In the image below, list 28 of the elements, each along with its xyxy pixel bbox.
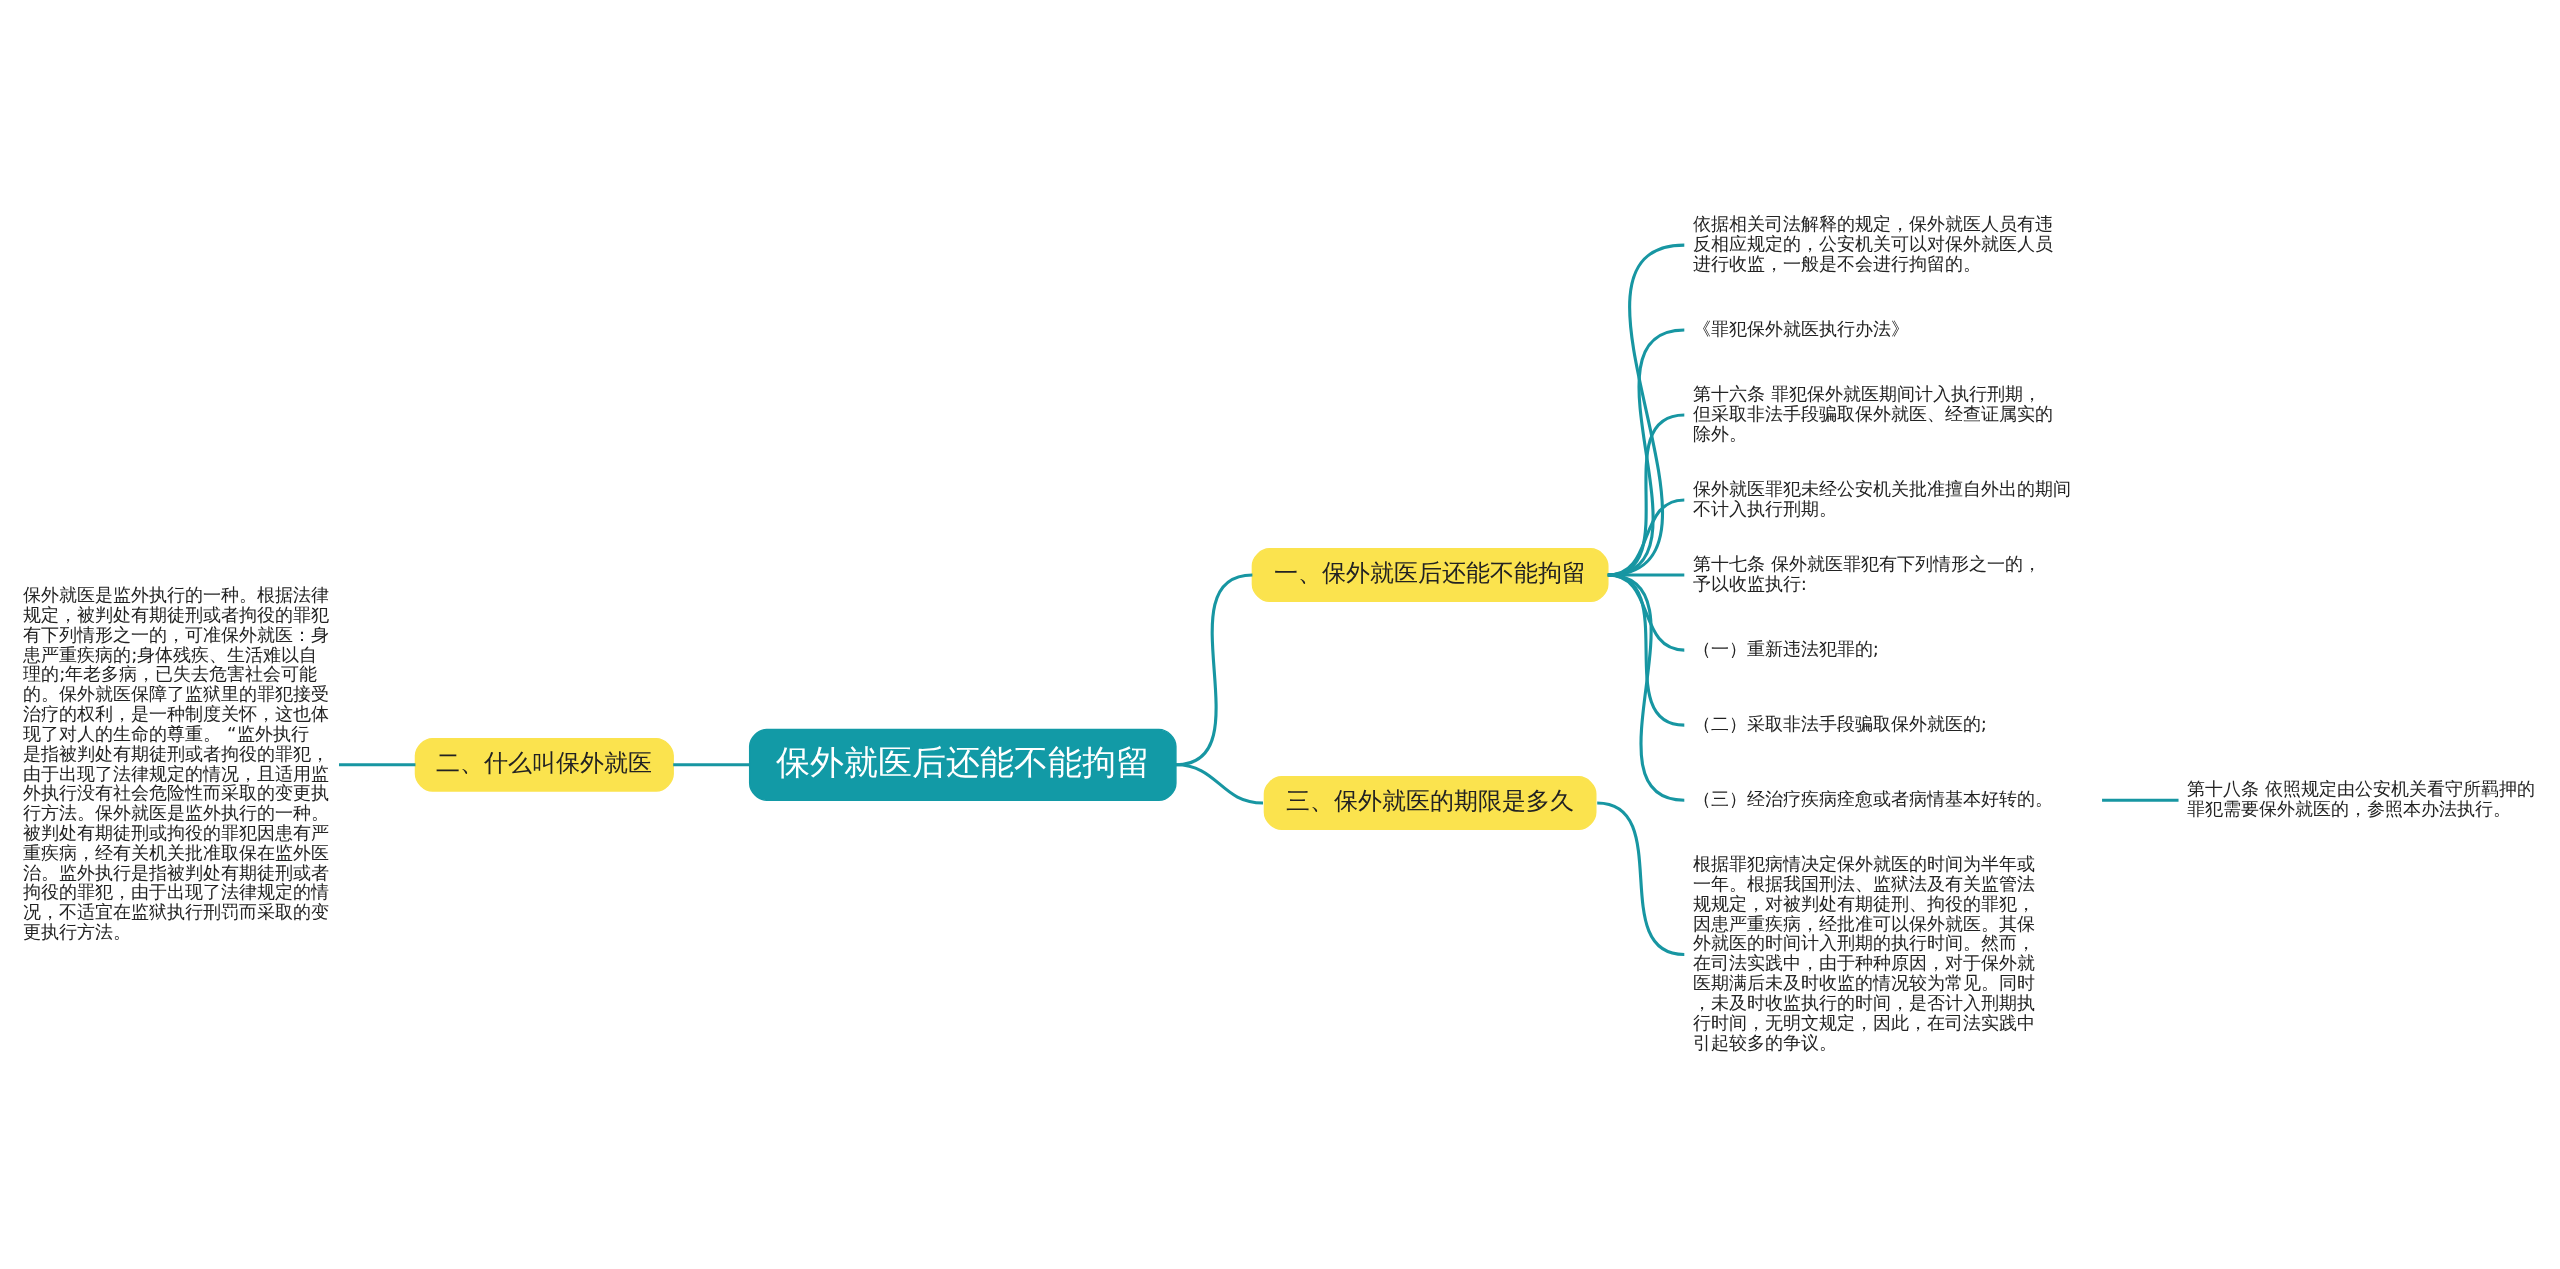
connector (1607, 413, 1685, 577)
connector (339, 763, 416, 767)
node-box: 一、保外就医后还能不能拘留 (1251, 548, 1609, 602)
node-text: 第十八条 依照规定由公安机关看守所羁押的罪犯需要保外就医的，参照本办法执行。 (2187, 778, 2535, 819)
connector (1607, 328, 1685, 577)
connector (1607, 573, 1685, 652)
node-text: 根据罪犯病情决定保外就医的时间为半年或一年。根据我国刑法、监狱法及有关监管法规规定，对被判处有期徒刑、拘役的罪犯，因患严重疾病，经批准可以保外就医。其保外就医的时间计入刑期的执行时间。然而，在司法实践中，由于种种原因，对于保外就医期满后未及时收监的情况较为常见。同时，未及时收监执行的时间，是否计入刑期执行时间，无明文规定，因此，在司法实践中引起较多的争议。 (1692, 853, 2035, 1053)
connector (2102, 798, 2179, 802)
node-box: 二、什么叫保外就医 (414, 737, 674, 792)
connector (1596, 801, 1685, 957)
connector (1607, 573, 1685, 727)
connector (1607, 573, 1685, 802)
node-box: 保外就医后还能不能拘留 (748, 728, 1177, 801)
connector (1607, 243, 1685, 577)
node-text: 依据相关司法解释的规定，保外就医人员有违反相应规定的，公安机关可以对保外就医人员进行收监，一般是不会进行拘留的。 (1692, 213, 2053, 274)
node-text: 第十六条 罪犯保外就医期间计入执行刑期，但采取非法手段骗取保外就医、经查证属实的除外。 (1692, 382, 2053, 444)
connector (1175, 763, 1264, 805)
node-text: 《罪犯保外就医执行办法》 (1692, 317, 1909, 339)
node-text: 保外就医是监外执行的一种。根据法律规定，被判处有期徒刑或者拘役的罪犯有下列情形之一的，可准保外就医：身患严重疾病的;身体残疾、生活难以自理的;年老多病，已失去危害社会可能的。保外就医保障了监狱里的罪犯接受治疗的权利，是一种制度关怀，这也体现了对人的生命的尊重。 “监外执行是指被判处有期徒刑或者拘役的罪犯，由于出现了法律规定的情况，且适用监外执行没有社会危险性而采取的变更执行方法。保外就医是监外执行的一种。被判处有期徒刑或拘役的罪犯因患有严重疾病，经有关机关批准取保在监外医治。监外执行是指被判处有期徒刑或者拘役的罪犯，由于出现了法律规定的情况，不适宜在监狱执行刑罚而采取的变更执行方法。 (23, 584, 330, 943)
connector (1607, 573, 1685, 577)
node-text: （三）经治疗疾病痊愈或者病情基本好转的。 (1692, 788, 2053, 809)
connector (1607, 498, 1685, 577)
node-box: 三、保外就医的期限是多久 (1263, 776, 1597, 830)
node-text: 第十七条 保外就医罪犯有下列情形之一的，予以收监执行: (1692, 552, 2041, 594)
connector (673, 763, 750, 767)
node-text: 保外就医罪犯未经公安机关批准擅自外出的期间不计入执行刑期。 (1692, 477, 2071, 519)
node-text: （二）采取非法手段骗取保外就医的; (1692, 712, 1987, 734)
node-text: （一）重新违法犯罪的; (1692, 637, 1879, 659)
